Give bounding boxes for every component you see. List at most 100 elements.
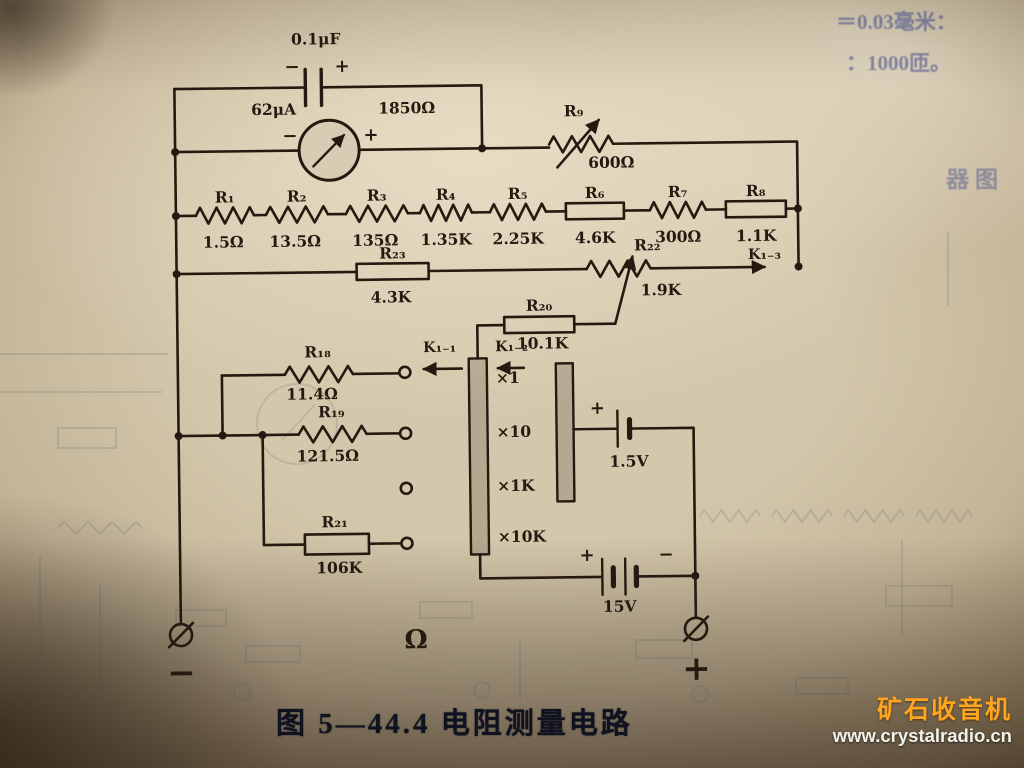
r22-value-label: 1.9K (641, 280, 682, 299)
negative-terminal-symbol (167, 621, 195, 649)
series-resistor-value-label: 135Ω (352, 230, 399, 250)
r19-left-wire (177, 433, 300, 438)
meter-left-wire (173, 149, 301, 154)
resistor-r5-symbol (488, 202, 548, 222)
switch-deck-2 (554, 362, 576, 503)
capacitor-neg-label: − (284, 57, 299, 78)
resistor-r1-symbol (194, 205, 256, 225)
resistor-r21-symbol (303, 532, 371, 556)
battery2-value-label: 15V (603, 596, 638, 615)
resistor-r6-symbol (564, 201, 626, 221)
series-resistor-value-label: 300Ω (655, 227, 702, 247)
resistor-r3-symbol (344, 204, 410, 224)
series-row-wires (174, 207, 800, 218)
k13-switch-arrow (649, 259, 767, 275)
series-resistor-value-label: 1.1K (736, 226, 777, 245)
meter-current-label: 62μA (251, 100, 297, 120)
resistor-r4-symbol (418, 203, 474, 223)
switch-deck-1 (467, 357, 491, 556)
battery1-symbol (616, 409, 633, 448)
battery1-value-label: 1.5V (609, 451, 649, 470)
series-resistor-name-label: R₈ (746, 181, 766, 200)
resistor-r2-symbol (264, 204, 330, 225)
meter-resistance-label: 1850Ω (378, 98, 435, 118)
resistor-r7-symbol (648, 200, 708, 220)
meter-neg-label: − (282, 126, 297, 147)
resistor-r23-symbol (355, 261, 431, 282)
show-through-text-line1: ＝0.03毫米： (836, 10, 957, 34)
r9-wiper-arrow (556, 118, 601, 169)
battery2-right-wire (637, 574, 698, 620)
series-resistor-value-label: 1.5Ω (203, 232, 244, 251)
r18-branch-wire (220, 374, 224, 437)
range-x10-label: ×10 (496, 422, 531, 441)
resistor-r18-symbol (283, 364, 355, 384)
r18-left-wire (220, 373, 287, 377)
contact-x1 (398, 365, 412, 380)
series-resistor-name-label: R₂ (287, 186, 307, 205)
capacitor-pos-label: + (334, 56, 349, 77)
circuit-labels: 0.1μF − + 62μA 1850Ω − + R₉ 600Ω R₁ R₂ R… (167, 29, 781, 693)
negative-terminal-label: − (167, 653, 196, 693)
watermark: 矿石收音机 www.crystalradio.cn (833, 696, 1012, 746)
meter-pos-label: + (363, 125, 378, 146)
r9-left-wire (480, 146, 551, 150)
battery1-right-wire (630, 426, 697, 578)
watermark-site-name: 矿石收音机 (876, 696, 1012, 724)
series-resistor-value-label: 1.35K (420, 229, 472, 249)
series-resistor-name-label: R₅ (508, 184, 528, 203)
figure-caption: 图 5—44.4 电阻测量电路 (276, 708, 633, 740)
r20-left-wire (475, 323, 506, 360)
watermark-url: www.crystalradio.cn (832, 724, 1012, 746)
r20-value-label: 10.1K (517, 333, 569, 353)
show-through-ghost-schematic (0, 232, 973, 703)
k13-switch-label: K₁₋₃ (748, 246, 781, 263)
r20-name-label: R₂₀ (526, 296, 553, 315)
series-resistor-name-label: R₇ (668, 182, 688, 201)
contact-x1k (399, 481, 414, 496)
meter-right-wire (357, 147, 484, 152)
r20-right-wire (572, 322, 617, 326)
series-resistor-value-label: 4.6K (575, 228, 616, 247)
resistor-r9-symbol (547, 134, 615, 154)
battery2-pos-label: + (579, 545, 594, 566)
r23-r22-wire (427, 267, 588, 273)
battery2-symbol (600, 557, 640, 597)
series-resistor-name-label: R₄ (436, 185, 456, 204)
contact-x10k (400, 536, 414, 551)
positive-terminal-symbol (682, 615, 710, 643)
series-resistor-value-label: 2.25K (492, 229, 544, 249)
r18-name-label: R₁₈ (304, 342, 331, 361)
meter-needle (312, 133, 346, 168)
series-resistor-value-label: 13.5Ω (269, 231, 321, 251)
battery1-left-wire (572, 427, 617, 431)
r21-name-label: R₂₁ (321, 512, 348, 531)
capacitor-symbol (303, 67, 324, 108)
resistor-r20-symbol (502, 314, 576, 335)
positive-terminal-label: + (682, 649, 711, 689)
r22-name-label: R₂₂ (634, 235, 661, 254)
left-bus-wire (173, 87, 183, 626)
r23-left-wire (175, 270, 358, 276)
r18-value-label: 11.4Ω (286, 384, 338, 404)
r9-name-label: R₉ (564, 101, 584, 120)
battery2-neg-label: − (658, 544, 673, 565)
r23-value-label: 4.3K (371, 287, 412, 306)
r21-left-wire (261, 433, 307, 547)
right-bus-wire (611, 140, 800, 268)
circuit-wiring (167, 67, 803, 649)
series-resistor-name-label: R₁ (215, 187, 235, 206)
range-x10k-label: ×10K (498, 527, 547, 547)
battery1-pos-label: + (590, 398, 605, 419)
k12-switch-label: K₁₋₂ (495, 338, 528, 355)
r22-wiper-arrow (613, 255, 637, 326)
r18-right-wire (351, 372, 401, 376)
resistor-r8-symbol (724, 199, 788, 219)
battery2-left-wire (478, 553, 602, 580)
capacitor-left-wire (173, 86, 305, 91)
r21-value-label: 106K (316, 558, 363, 578)
series-resistor-name-label: R₆ (585, 183, 605, 202)
r9-value-label: 600Ω (588, 152, 635, 172)
